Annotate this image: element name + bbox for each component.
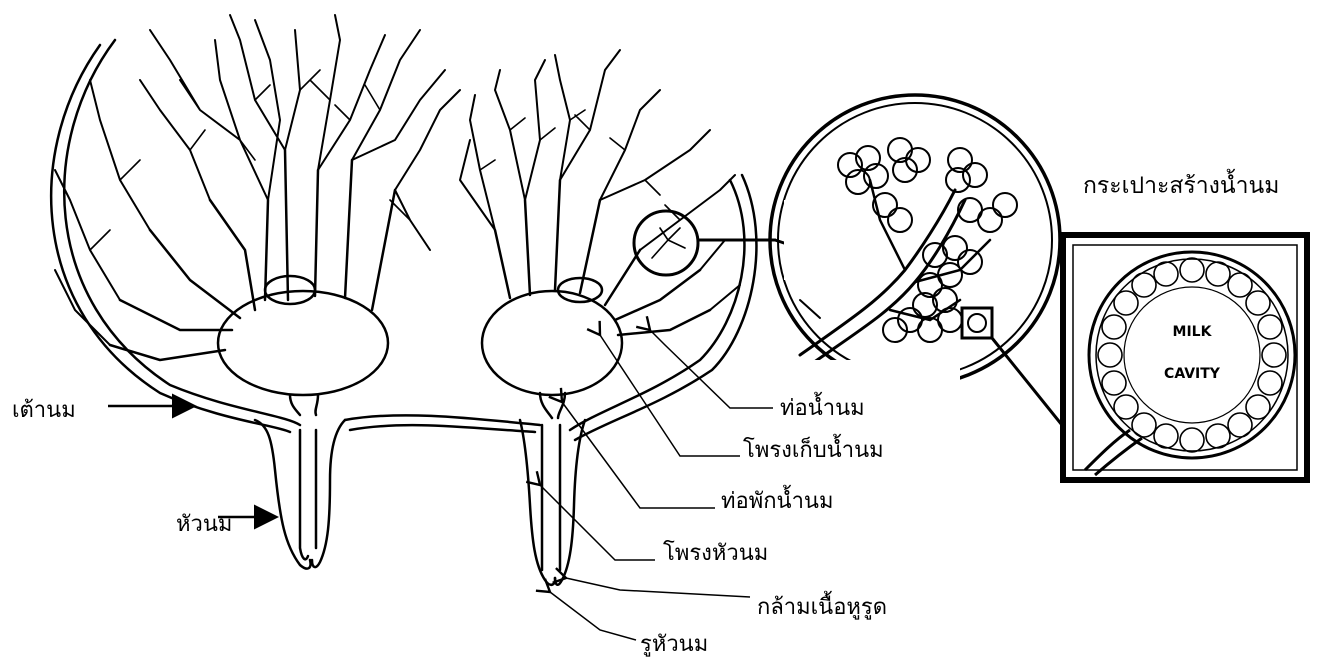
sphincter-label: กล้ามเนื้อหูรูด xyxy=(757,597,887,619)
teat-cistern-label: โพรงหัวนม xyxy=(663,543,768,565)
milk-duct-label: ท่อน้ำนม xyxy=(780,398,865,420)
mask-patch xyxy=(784,200,856,280)
alveolus-inset: MILK CAVITY xyxy=(1063,235,1307,480)
inset-cavity-label: CAVITY xyxy=(1164,366,1221,382)
teat-canal-label: รูหัวนม xyxy=(640,634,708,656)
teat-cistern-leader xyxy=(540,485,655,560)
gland-cistern-label: โพรงเก็บน้ำนม xyxy=(743,440,884,462)
teat-label: หัวนม xyxy=(176,514,232,536)
teat-canal-leader xyxy=(550,592,636,640)
breast-label: เต้านม xyxy=(12,400,76,422)
sphincter-leader xyxy=(566,578,750,597)
small-duct-label: ท่อพักน้ำนม xyxy=(721,491,833,513)
left-udder-quarter xyxy=(51,15,540,569)
alveolus-label: กระเปาะสร้างน้ำนม xyxy=(1083,175,1279,198)
inset-milk-label: MILK xyxy=(1173,324,1213,340)
small-duct-leader xyxy=(562,402,715,508)
